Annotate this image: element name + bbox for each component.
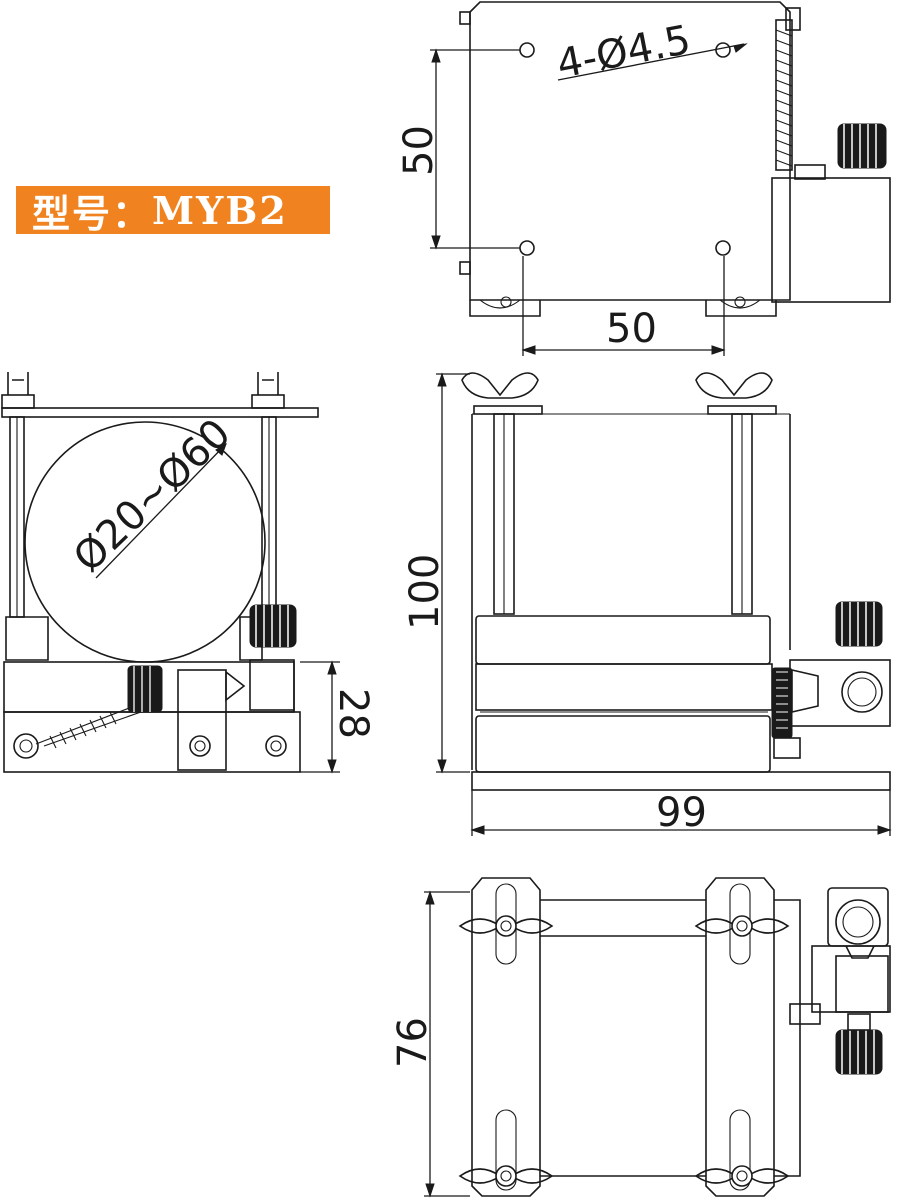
side-height-label: 28 [330, 688, 376, 739]
hole-spacing-vertical-label: 50 [396, 125, 442, 176]
front-width-label: 99 [656, 790, 707, 836]
model-prefix: 型号： [32, 190, 153, 236]
side-view [1, 372, 340, 774]
model-badge: 型号： MYB2 [16, 186, 330, 236]
top-view [430, 1, 891, 356]
hole-spacing-horizontal-label: 50 [606, 306, 657, 352]
front-view [436, 372, 892, 836]
diameter-range-label: Ø20~Ø60 [65, 410, 240, 581]
bottom-view [424, 877, 891, 1198]
front-height-label: 100 [402, 554, 448, 630]
bottom-depth-label: 76 [390, 1017, 436, 1068]
model-code: MYB2 [152, 187, 288, 233]
hole-spec-label: 4-Ø4.5 [553, 17, 694, 88]
